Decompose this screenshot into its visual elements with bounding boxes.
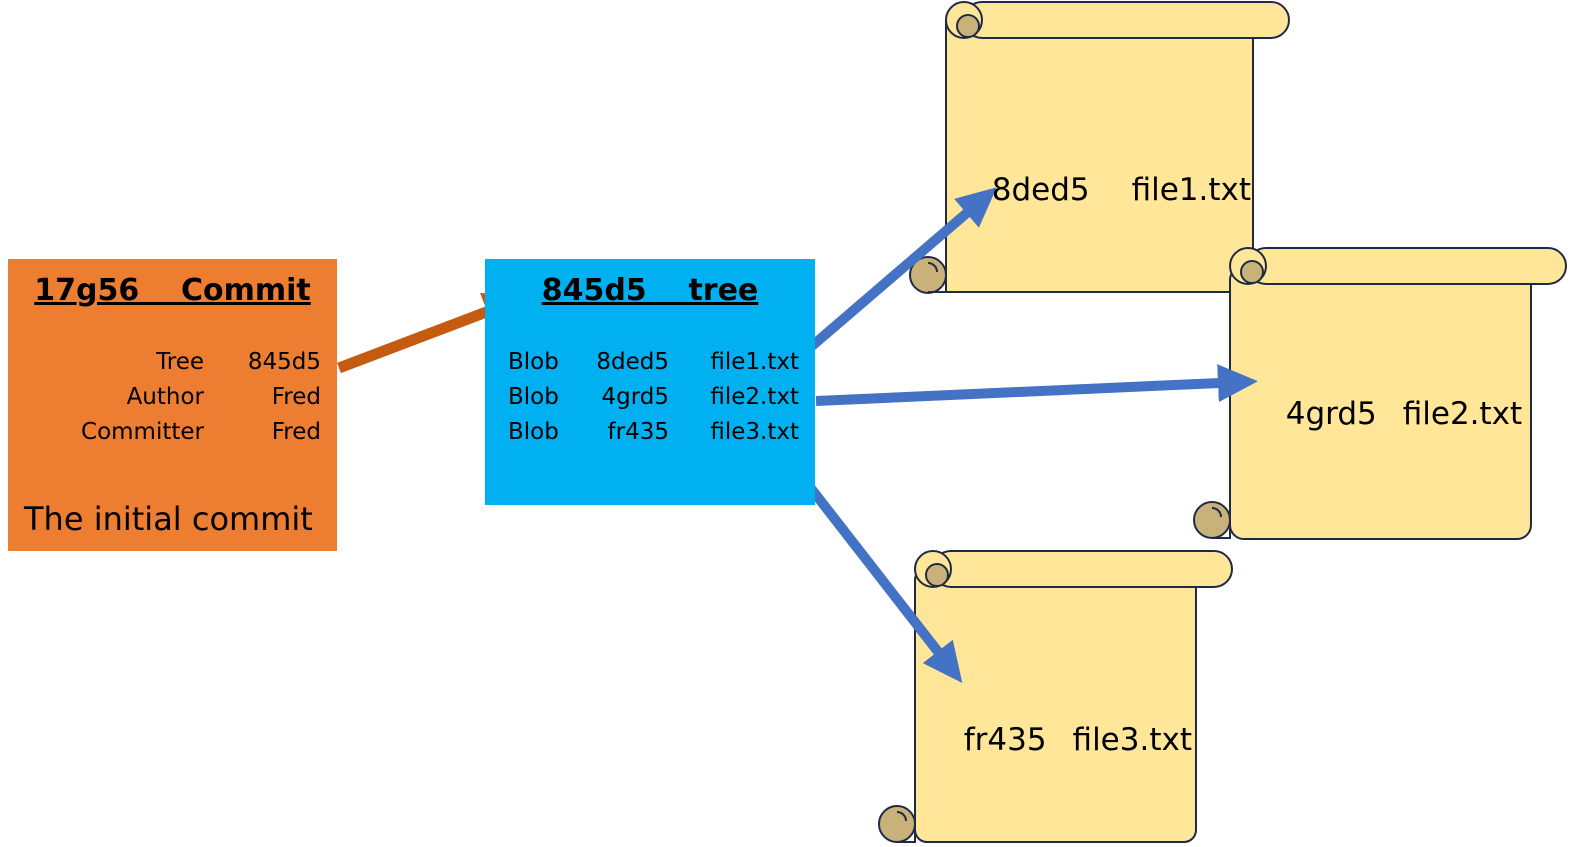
commit-field-key: Author	[126, 384, 204, 410]
tree-to-file2-arrow	[815, 364, 1258, 406]
tree-entry-row: Blob 4grd5 file2.txt	[485, 384, 815, 419]
tree-entry-file: file3.txt	[710, 419, 799, 445]
blob-hash: 4grd5	[1285, 396, 1377, 432]
commit-field-committer: Committer Fred	[8, 419, 337, 454]
tree-entry-type: Blob	[508, 384, 559, 410]
blob-label-file2: 4grd5 file2.txt	[1266, 360, 1522, 432]
tree-to-file1-arrow	[808, 187, 997, 350]
commit-object-box: 17g56 Commit Tree 845d5 Author Fred Comm…	[8, 259, 337, 551]
blob-file: file2.txt	[1402, 396, 1523, 432]
blob-label-file1: 8ded5 file1.txt	[972, 136, 1251, 208]
tree-entry-file: file2.txt	[710, 384, 799, 410]
tree-entry-hash: fr435	[607, 419, 669, 445]
commit-message: The initial commit	[24, 500, 313, 538]
tree-title: 845d5 tree	[541, 273, 759, 308]
commit-field-tree: Tree 845d5	[8, 349, 337, 384]
blob-scroll-file1	[909, 1, 1290, 294]
tree-entry-row: Blob 8ded5 file1.txt	[485, 349, 815, 384]
commit-title: 17g56 Commit	[34, 273, 311, 308]
tree-entry-type: Blob	[508, 419, 559, 445]
blob-scroll-file3	[878, 550, 1233, 843]
tree-entry-hash: 8ded5	[596, 349, 669, 375]
tree-entry-type: Blob	[508, 349, 559, 375]
blob-hash: fr435	[963, 722, 1047, 758]
commit-field-author: Author Fred	[8, 384, 337, 419]
blob-label-file3: fr435 file3.txt	[944, 686, 1192, 758]
commit-field-key: Tree	[156, 349, 204, 375]
blob-scroll-file2	[1193, 247, 1567, 540]
tree-entry-row: Blob fr435 file3.txt	[485, 419, 815, 454]
commit-to-tree-arrow	[337, 293, 531, 374]
blob-file: file3.txt	[1072, 722, 1192, 758]
blob-hash: 8ded5	[991, 172, 1090, 208]
commit-field-value: Fred	[271, 419, 321, 445]
commit-field-key: Committer	[81, 419, 204, 445]
commit-field-value: 845d5	[247, 349, 321, 375]
commit-field-value: Fred	[271, 384, 321, 410]
tree-object-box: 845d5 tree Blob 8ded5 file1.txt Blob 4gr…	[485, 259, 815, 505]
tree-entry-hash: 4grd5	[601, 384, 669, 410]
blob-file: file1.txt	[1131, 172, 1252, 208]
tree-entry-file: file1.txt	[710, 349, 799, 375]
